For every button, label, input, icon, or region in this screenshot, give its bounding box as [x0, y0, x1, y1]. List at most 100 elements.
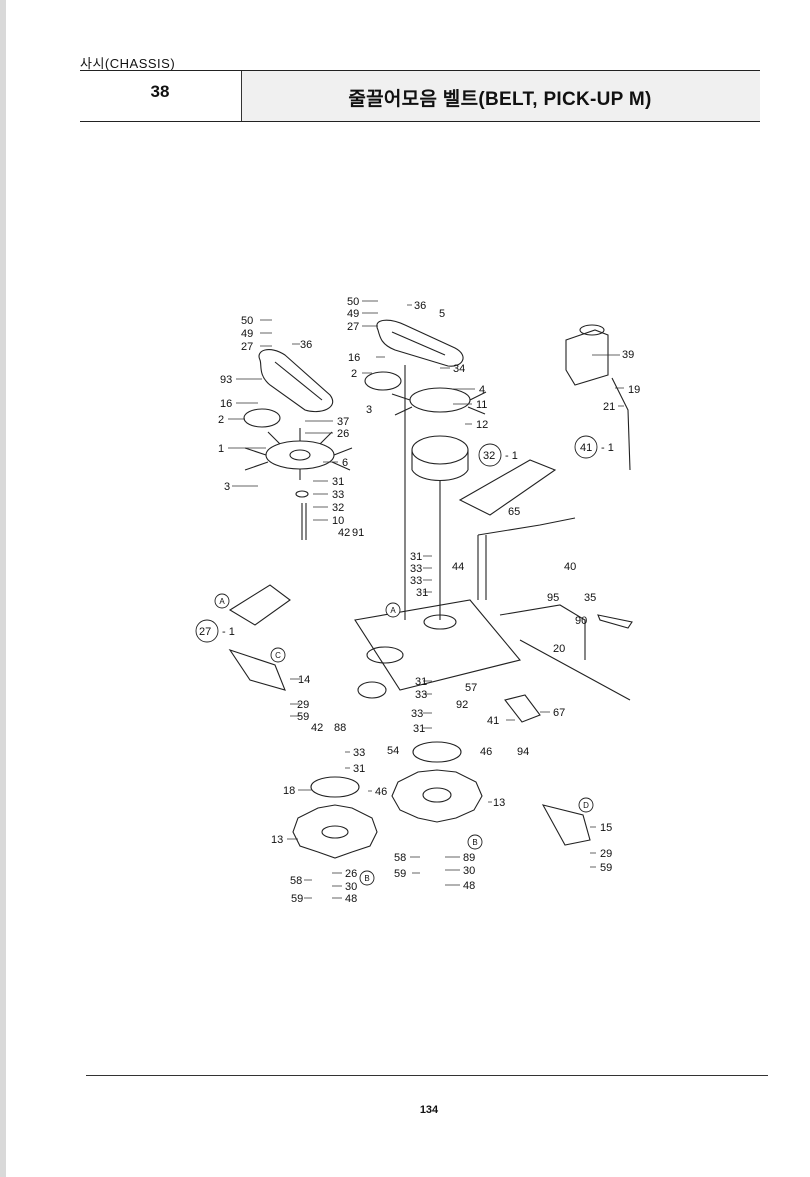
bracket-32: [458, 459, 557, 516]
callout: 33: [410, 563, 422, 575]
figure-number: 38: [150, 82, 170, 101]
gearbox-39-top: [579, 324, 605, 336]
callout: 58: [394, 852, 406, 864]
shield-14: [228, 648, 286, 691]
section-label: 사시(CHASSIS): [80, 56, 176, 71]
callout: 27: [347, 321, 359, 333]
header-rule-bottom: [80, 121, 760, 122]
callout: 12: [476, 419, 488, 431]
belt-5: [376, 319, 464, 367]
ref-letter: A: [390, 606, 396, 615]
callout: 37: [337, 416, 349, 428]
callout: 27: [199, 626, 211, 638]
ref-circle-27: [195, 619, 219, 643]
long-rod: [519, 639, 631, 701]
callout: 36: [300, 339, 312, 351]
callout: 32: [483, 450, 495, 462]
gearbox-39: [565, 329, 609, 386]
ref-letter: B: [472, 838, 477, 847]
ref-circle-B1: [467, 834, 483, 850]
callout: 50: [241, 315, 253, 327]
callout: 33: [410, 575, 422, 587]
callout: 93: [220, 374, 232, 386]
callout: 11: [476, 399, 487, 411]
callout: 1: [218, 443, 224, 455]
callout: 34: [453, 363, 465, 375]
callout: 31: [416, 587, 428, 599]
callout: 41: [487, 715, 499, 727]
callout: 94: [517, 746, 529, 758]
callout: 46: [480, 746, 492, 758]
callout: 19: [628, 384, 640, 396]
ref-letter: C: [275, 651, 281, 660]
callout: - 1: [222, 626, 235, 638]
callout: 14: [298, 674, 310, 686]
lever-20: [499, 604, 586, 660]
callout: 67: [553, 707, 565, 719]
callout: 42: [338, 527, 350, 539]
callout: 18: [283, 785, 295, 797]
callout: 59: [394, 868, 406, 880]
callout: 40: [564, 561, 576, 573]
callout: 33: [353, 747, 365, 759]
link-67: [504, 694, 541, 723]
tine-wheel-4: [409, 387, 471, 413]
page-title: 줄끌어모음 벨트(BELT, PICK-UP M): [348, 89, 652, 110]
callout: 36: [414, 300, 426, 312]
callout: 2: [218, 414, 224, 426]
callout: 90: [575, 615, 587, 627]
ref-letter: B: [364, 874, 369, 883]
callout: 92: [456, 699, 468, 711]
callout: 31: [353, 763, 365, 775]
callout: 50: [347, 296, 359, 308]
callout: 16: [348, 352, 360, 364]
header-rule-top: [80, 70, 760, 71]
callout: 32: [332, 502, 344, 514]
callout: 20: [553, 643, 565, 655]
washer-33a: [295, 490, 309, 498]
shield-15: [541, 804, 591, 846]
ref-circle-B2: [359, 870, 375, 886]
ref-circle-A2: [385, 602, 401, 618]
pulley-2-right: [364, 371, 402, 391]
callout: 54: [387, 745, 399, 757]
callout: 48: [463, 880, 475, 892]
belt-5-inner: [391, 331, 446, 356]
disc-plate: [357, 681, 387, 699]
ref-circle-A1: [214, 593, 230, 609]
callout: 29: [600, 848, 612, 860]
callout: 88: [334, 722, 346, 734]
tine-wheel-1: [265, 440, 335, 470]
callout: 29: [297, 699, 309, 711]
callout: 31: [415, 676, 427, 688]
footer-rule: [86, 1075, 768, 1076]
header-divider: [241, 71, 242, 121]
callout: 58: [290, 875, 302, 887]
callout: - 1: [505, 450, 518, 462]
ref-letter: D: [583, 801, 589, 810]
callout: 33: [415, 689, 427, 701]
callout: 26: [337, 428, 349, 440]
callout: 59: [297, 711, 309, 723]
callout: 3: [366, 404, 372, 416]
callout: 41: [580, 442, 592, 454]
ref-letter: A: [219, 597, 225, 606]
callout: 42: [311, 722, 323, 734]
callout: 33: [411, 708, 423, 720]
star-wheel-13-left-hub: [321, 825, 349, 839]
callout: 4: [479, 384, 485, 396]
callout: 30: [345, 881, 357, 893]
belt-93-inner: [274, 361, 323, 401]
gear-12-teeth: [411, 450, 469, 481]
callout: 59: [291, 893, 303, 905]
callout: 6: [342, 457, 348, 469]
star-wheel-13-right: [391, 769, 483, 823]
callout: 16: [220, 398, 232, 410]
tine-wheel-1-hub: [289, 449, 311, 461]
shaft-10: [301, 503, 307, 540]
callout: 49: [347, 308, 359, 320]
pulley-center: [423, 614, 457, 630]
pulley-2-left: [243, 408, 281, 428]
callout: 31: [413, 723, 425, 735]
